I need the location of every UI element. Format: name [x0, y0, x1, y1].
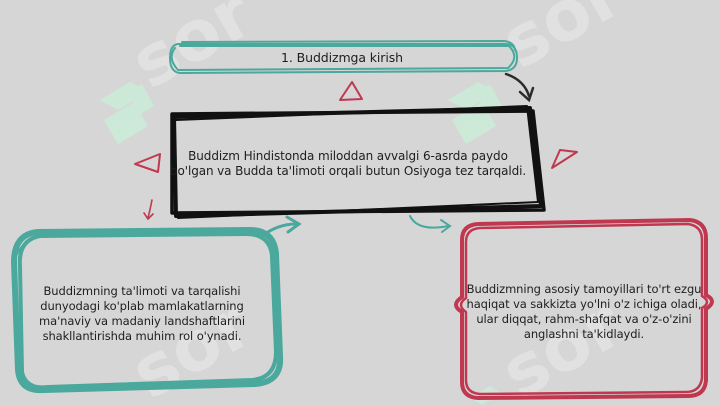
watermark-logo-icon-3 — [470, 386, 502, 405]
right-node-line-3: ular diqqat, rahm-shafqat va o'z-o'zini — [476, 312, 692, 326]
left-node-line-1: Buddizmning ta'limoti va tarqalishi — [43, 284, 241, 298]
arrow-title-to-main — [504, 72, 535, 103]
arrow-main-to-right — [409, 215, 452, 233]
main-node-line-2: bo'lgan va Budda ta'limoti orqali butun … — [170, 164, 526, 178]
right-node-label: Buddizmning asosiy tamoyillari to'rt ezg… — [448, 282, 720, 342]
left-node-line-3: ma'naviy va madaniy landshaftlarini — [39, 314, 245, 328]
triangle-icon-right — [551, 149, 578, 169]
main-node-line-1: Buddizm Hindistonda miloddan avvalgi 6-a… — [188, 149, 508, 163]
main-node-shape — [170, 105, 546, 219]
arrow-red-small — [143, 199, 154, 221]
triangle-markers — [134, 81, 578, 173]
triangle-icon-left — [134, 153, 161, 173]
arrow-main-to-left — [260, 215, 302, 238]
left-node-line-2: dunyodagi ko'plab mamlakatlarning — [40, 299, 244, 313]
watermark-logo-icon-1 — [100, 82, 154, 144]
main-node-label: Buddizm Hindistonda miloddan avvalgi 6-a… — [170, 149, 526, 179]
title-node-shape — [168, 39, 519, 75]
left-node-line-4: shakllantirishda muhim rol o'ynadi. — [42, 329, 242, 343]
right-node-line-4: anglashni ta'kidlaydi. — [523, 327, 645, 341]
right-node-line-1: Buddizmning asosiy tamoyillari to'rt ezg… — [466, 282, 702, 296]
left-node-shape — [11, 227, 284, 394]
right-node-shape — [454, 218, 714, 400]
left-node-label: Buddizmning ta'limoti va tarqalishi duny… — [22, 284, 262, 344]
triangle-icon-top — [339, 81, 363, 101]
title-node-label: 1. Buddizmga kirish — [180, 50, 504, 65]
right-node-line-2: haqiqat va sakkizta yo'lni o'z ichiga ol… — [466, 297, 702, 311]
title-node-text: 1. Buddizmga kirish — [281, 50, 403, 65]
